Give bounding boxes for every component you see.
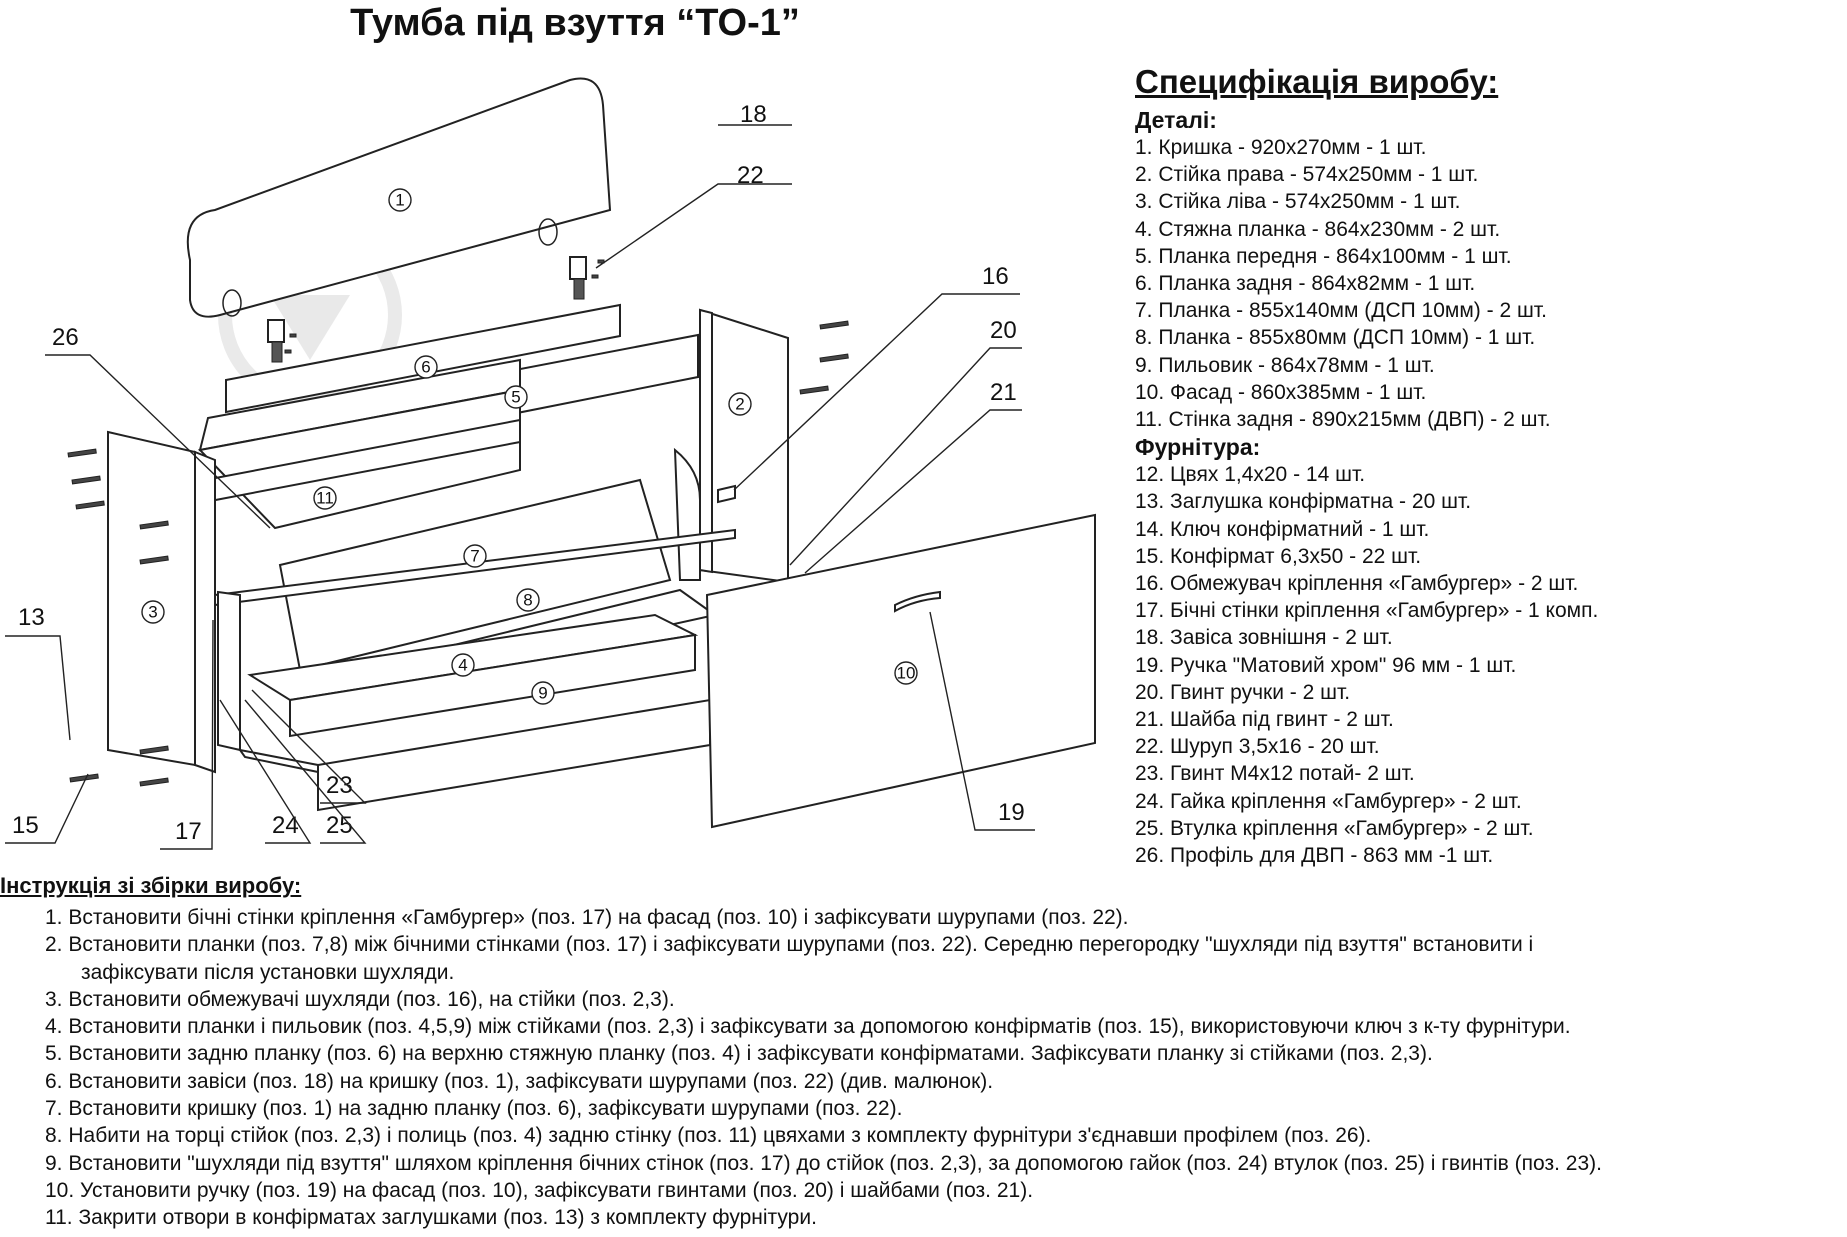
instructions-panel: Інструкція зі збірки виробу: 1. Встанови…: [0, 872, 1845, 1232]
svg-text:25: 25: [326, 812, 353, 839]
list-item: 24. Гайка кріплення «Гамбургер» - 2 шт.: [1135, 789, 1522, 813]
step-text: 8. Набити на торці стійок (поз. 2,3) і п…: [45, 1124, 1372, 1148]
svg-text:4: 4: [458, 656, 467, 675]
list-item: 22. Шуруп 3,5x16 - 20 шт.: [1135, 735, 1380, 759]
details-heading: Деталі:: [1135, 107, 1217, 133]
list-item: 1. Встановити бічні стінки кріплення «Га…: [45, 904, 1845, 931]
list-item: 4. Стяжна планка - 864x230мм - 2 шт.: [1135, 217, 1501, 241]
list-item: 11. Закрити отвори в конфірматах заглушк…: [45, 1204, 1845, 1231]
list-item: 3. Стійка ліва - 574x250мм - 1 шт.: [1135, 190, 1461, 214]
list-item: 8. Планка - 855x80мм (ДСП 10мм) - 1 шт.: [1135, 326, 1536, 350]
step-text: 2. Встановити планки (поз. 7,8) між бічн…: [45, 933, 1534, 957]
svg-text:9: 9: [538, 684, 547, 703]
specification-panel: Специфікація виробу: Деталі: 1. Кришка -…: [1135, 60, 1835, 869]
svg-text:5: 5: [511, 388, 520, 407]
assembly-diagram: 1 2 3 4 5 6 7 8 9 10 11 18 22 16 20 21 2…: [5, 77, 1096, 850]
svg-text:22: 22: [737, 162, 764, 189]
part-board-7: [278, 478, 672, 672]
list-item: 4. Встановити планки і пильовик (поз. 4,…: [45, 1013, 1845, 1040]
list-item: 18. Завіса зовнішня - 2 шт.: [1135, 626, 1393, 650]
callouts: 18 22 16 20 21 26 13 15 17 24 25 23 19: [5, 101, 1035, 850]
svg-text:17: 17: [175, 818, 202, 845]
step-text-continued: зафіксувати після установки шухляди.: [81, 960, 455, 984]
handle-icon: [894, 590, 941, 613]
list-item: 10. Установити ручку (поз. 19) на фасад …: [45, 1177, 1845, 1204]
step-text: 4. Встановити планки і пильовик (поз. 4,…: [45, 1015, 1571, 1039]
step-text: 1. Встановити бічні стінки кріплення «Га…: [45, 906, 1129, 929]
list-item: 23. Гвинт М4x12 потай- 2 шт.: [1135, 762, 1415, 786]
svg-text:1: 1: [395, 191, 404, 210]
list-item: 13. Заглушка конфірматна - 20 шт.: [1135, 490, 1472, 514]
svg-text:18: 18: [740, 101, 767, 128]
svg-text:11: 11: [316, 489, 334, 508]
instructions-title: Інструкція зі збірки виробу:: [0, 873, 302, 898]
list-item: 26. Профіль для ДВП - 863 мм -1 шт.: [1135, 844, 1494, 868]
page-title: Тумба під взуття “ТО-1”: [350, 2, 800, 44]
list-item: 15. Конфірмат 6,3x50 - 22 шт.: [1135, 544, 1422, 568]
list-item: 19. Ручка "Матовий хром" 96 мм - 1 шт.: [1135, 653, 1517, 677]
svg-text:15: 15: [12, 812, 39, 839]
svg-text:24: 24: [272, 812, 299, 839]
list-item: 14. Ключ конфірматний - 1 шт.: [1135, 517, 1430, 541]
list-item: 1. Кришка - 920x270мм - 1 шт.: [1135, 136, 1427, 159]
list-item: 6. Встановити завіси (поз. 18) на кришку…: [45, 1068, 1845, 1095]
list-item: 10. Фасад - 860x385мм - 1 шт.: [1135, 380, 1427, 404]
details-list: 1. Кришка - 920x270мм - 1 шт. 2. Стійка …: [1135, 134, 1835, 433]
list-item: 21. Шайба під гвинт - 2 шт.: [1135, 708, 1394, 732]
part-markers: 1 2 3 4 5 6 7 8 9 10 11: [141, 188, 918, 705]
svg-text:3: 3: [148, 603, 157, 622]
specification-title: Специфікація виробу:: [1135, 63, 1499, 100]
list-item: 7. Встановити кришку (поз. 1) на задню п…: [45, 1095, 1845, 1122]
svg-text:7: 7: [470, 547, 479, 566]
list-item: 5. Планка передня - 864x100мм - 1 шт.: [1135, 244, 1512, 268]
hardware-list: 12. Цвях 1,4x20 - 14 шт. 13. Заглушка ко…: [1135, 461, 1835, 869]
step-text: 6. Встановити завіси (поз. 18) на кришку…: [45, 1069, 994, 1093]
step-text: 9. Встановити "шухляди під взуття" шляхо…: [45, 1151, 1602, 1175]
step-text: 5. Встановити задню планку (поз. 6) на в…: [45, 1042, 1433, 1066]
svg-text:23: 23: [326, 772, 353, 799]
list-item: 5. Встановити задню планку (поз. 6) на в…: [45, 1040, 1845, 1067]
instructions-list: 1. Встановити бічні стінки кріплення «Га…: [0, 904, 1845, 1232]
list-item: 20. Гвинт ручки - 2 шт.: [1135, 680, 1351, 704]
list-item: 7. Планка - 855x140мм (ДСП 10мм) - 2 шт.: [1135, 299, 1547, 323]
svg-text:16: 16: [982, 263, 1009, 290]
list-item: 9. Встановити "шухляди під взуття" шляхо…: [45, 1150, 1845, 1177]
list-item: 12. Цвях 1,4x20 - 14 шт.: [1135, 463, 1366, 487]
svg-text:6: 6: [421, 358, 430, 377]
step-text: 7. Встановити кришку (поз. 1) на задню п…: [45, 1097, 903, 1121]
hardware-heading: Фурнітура:: [1135, 434, 1261, 461]
hinge-icon: [267, 256, 587, 363]
list-item: 2. Стійка права - 574x250мм - 1 шт.: [1135, 163, 1479, 187]
list-item: 17. Бічні стінки кріплення «Гамбургер» -…: [1135, 599, 1599, 623]
list-item: 8. Набити на торці стійок (поз. 2,3) і п…: [45, 1122, 1845, 1149]
list-item: 3. Встановити обмежувачі шухляди (поз. 1…: [45, 986, 1845, 1013]
list-item: 9. Пильовик - 864x78мм - 1 шт.: [1135, 353, 1435, 377]
list-item: 25. Втулка кріплення «Гамбургер» - 2 шт.: [1135, 816, 1534, 840]
step-text: 3. Встановити обмежувачі шухляди (поз. 1…: [45, 987, 675, 1011]
part-left-side: [107, 430, 196, 767]
step-text: 10. Установити ручку (поз. 19) на фасад …: [45, 1178, 1034, 1202]
svg-text:19: 19: [998, 799, 1025, 826]
svg-text:20: 20: [990, 317, 1017, 344]
list-item: 16. Обмежувач кріплення «Гамбургер» - 2 …: [1135, 572, 1579, 596]
svg-text:2: 2: [735, 395, 744, 414]
svg-text:21: 21: [990, 379, 1017, 406]
list-item: 11. Стінка задня - 890x215мм (ДВП) - 2 ш…: [1135, 408, 1551, 432]
step-text: 11. Закрити отвори в конфірматах заглушк…: [45, 1206, 817, 1230]
svg-text:13: 13: [18, 604, 45, 631]
svg-text:10: 10: [897, 664, 916, 683]
svg-text:8: 8: [523, 591, 532, 610]
list-item: 2. Встановити планки (поз. 7,8) між бічн…: [45, 931, 1845, 986]
list-item: 6. Планка задня - 864x82мм - 1 шт.: [1135, 272, 1476, 296]
svg-text:26: 26: [52, 324, 79, 351]
confirmat-screws-icon: [67, 320, 849, 787]
